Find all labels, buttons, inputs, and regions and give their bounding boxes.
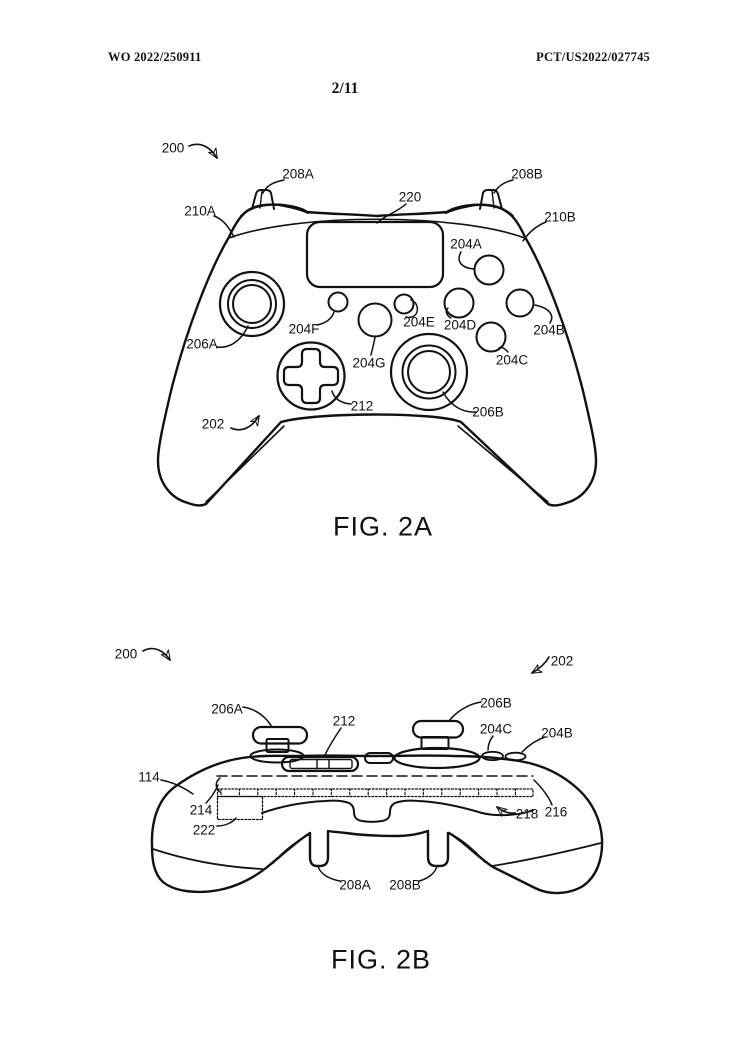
ref-2a-210A: 210A (184, 203, 216, 219)
left-grip-parting-line (152, 848, 263, 870)
face-buttons (443, 254, 535, 353)
ref-2a-202: 202 (201, 416, 225, 432)
ref-2b-204B: 204B (541, 725, 573, 741)
sheet-number: 2/11 (331, 80, 359, 97)
ref-2a-204C: 204C (495, 352, 529, 368)
ref-2a-204E: 204E (403, 314, 435, 330)
connector-strip (216, 788, 534, 798)
ref-2a-204G: 204G (352, 355, 386, 371)
face-button-bump-c (481, 750, 504, 762)
face-button-left (443, 287, 475, 319)
fig-2a-leader-lines (213, 179, 553, 413)
top-seam-line (228, 218, 526, 239)
fig-2a-arrows (188, 143, 260, 431)
ref-2a-206B: 206B (472, 404, 504, 420)
fig-2b-leader-lines (160, 701, 553, 882)
right-grip-seam (457, 425, 549, 503)
fig-2b-arrows (142, 647, 550, 814)
face-button-right (505, 288, 535, 318)
module-dotted-rect (216, 795, 264, 821)
right-trigger-button (479, 189, 503, 210)
view-button (327, 291, 349, 313)
fig-2a-caption: FIG. 2A (332, 511, 434, 542)
face-button-bump-b (504, 751, 527, 762)
face-button-bottom (475, 321, 507, 353)
ref-2a-200: 200 (161, 140, 185, 156)
ref-2b-208B: 208B (389, 877, 421, 893)
left-trigger-button (251, 189, 275, 210)
menu-button (393, 293, 415, 315)
ref-2a-206A: 206A (186, 336, 218, 352)
slot-left-bracket (215, 777, 221, 793)
left-paddle-flange (272, 834, 309, 864)
fig-2a-controller-front-view (156, 143, 598, 507)
left-thumbstick (218, 270, 286, 338)
right-paddle-flange (450, 833, 486, 863)
fig-2b-caption: FIG. 2B (330, 944, 432, 975)
right-thumbstick (389, 332, 469, 412)
ref-2a-208A: 208A (282, 166, 314, 182)
ref-2a-204F: 204F (288, 321, 320, 337)
ref-2a-212: 212 (350, 398, 374, 414)
ref-2b-218: 218 (515, 806, 539, 822)
ref-2b-202: 202 (550, 653, 574, 669)
center-button-side (364, 752, 394, 764)
left-grip-seam (205, 425, 285, 503)
controller-back-outline (150, 754, 604, 895)
ref-2b-222: 222 (192, 822, 216, 838)
ref-2b-214: 214 (189, 802, 213, 818)
connector-strip-segments (220, 788, 516, 798)
face-button-top (473, 254, 505, 286)
application-number: PCT/US2022/027745 (536, 50, 650, 64)
right-grip-parting-line (491, 842, 602, 867)
ref-2b-206B: 206B (480, 695, 512, 711)
rear-edge-line (261, 799, 534, 823)
ref-2a-210B: 210B (544, 209, 576, 225)
home-button (357, 302, 393, 338)
ref-2b-204C: 204C (479, 721, 513, 737)
ref-2b-200: 200 (114, 646, 138, 662)
controller-body-outline (156, 203, 598, 507)
ref-2b-212: 212 (332, 713, 356, 729)
ref-2a-204D: 204D (443, 317, 477, 333)
ref-2a-204B: 204B (533, 322, 565, 338)
ref-2b-206A: 206A (211, 701, 243, 717)
ref-2a-208B: 208B (511, 166, 543, 182)
ref-2b-216: 216 (544, 804, 568, 820)
publication-number: WO 2022/250911 (108, 50, 202, 64)
ref-2a-204A: 204A (450, 236, 482, 252)
fig-2b-controller-rear-view (142, 647, 604, 895)
touchpad-window (305, 220, 445, 289)
right-thumbstick-side (393, 719, 481, 770)
dpad-side (280, 755, 360, 773)
ref-2a-220: 220 (398, 189, 422, 205)
ref-2b-208A: 208A (339, 877, 371, 893)
dpad (276, 341, 346, 411)
ref-2b-114: 114 (138, 769, 160, 785)
